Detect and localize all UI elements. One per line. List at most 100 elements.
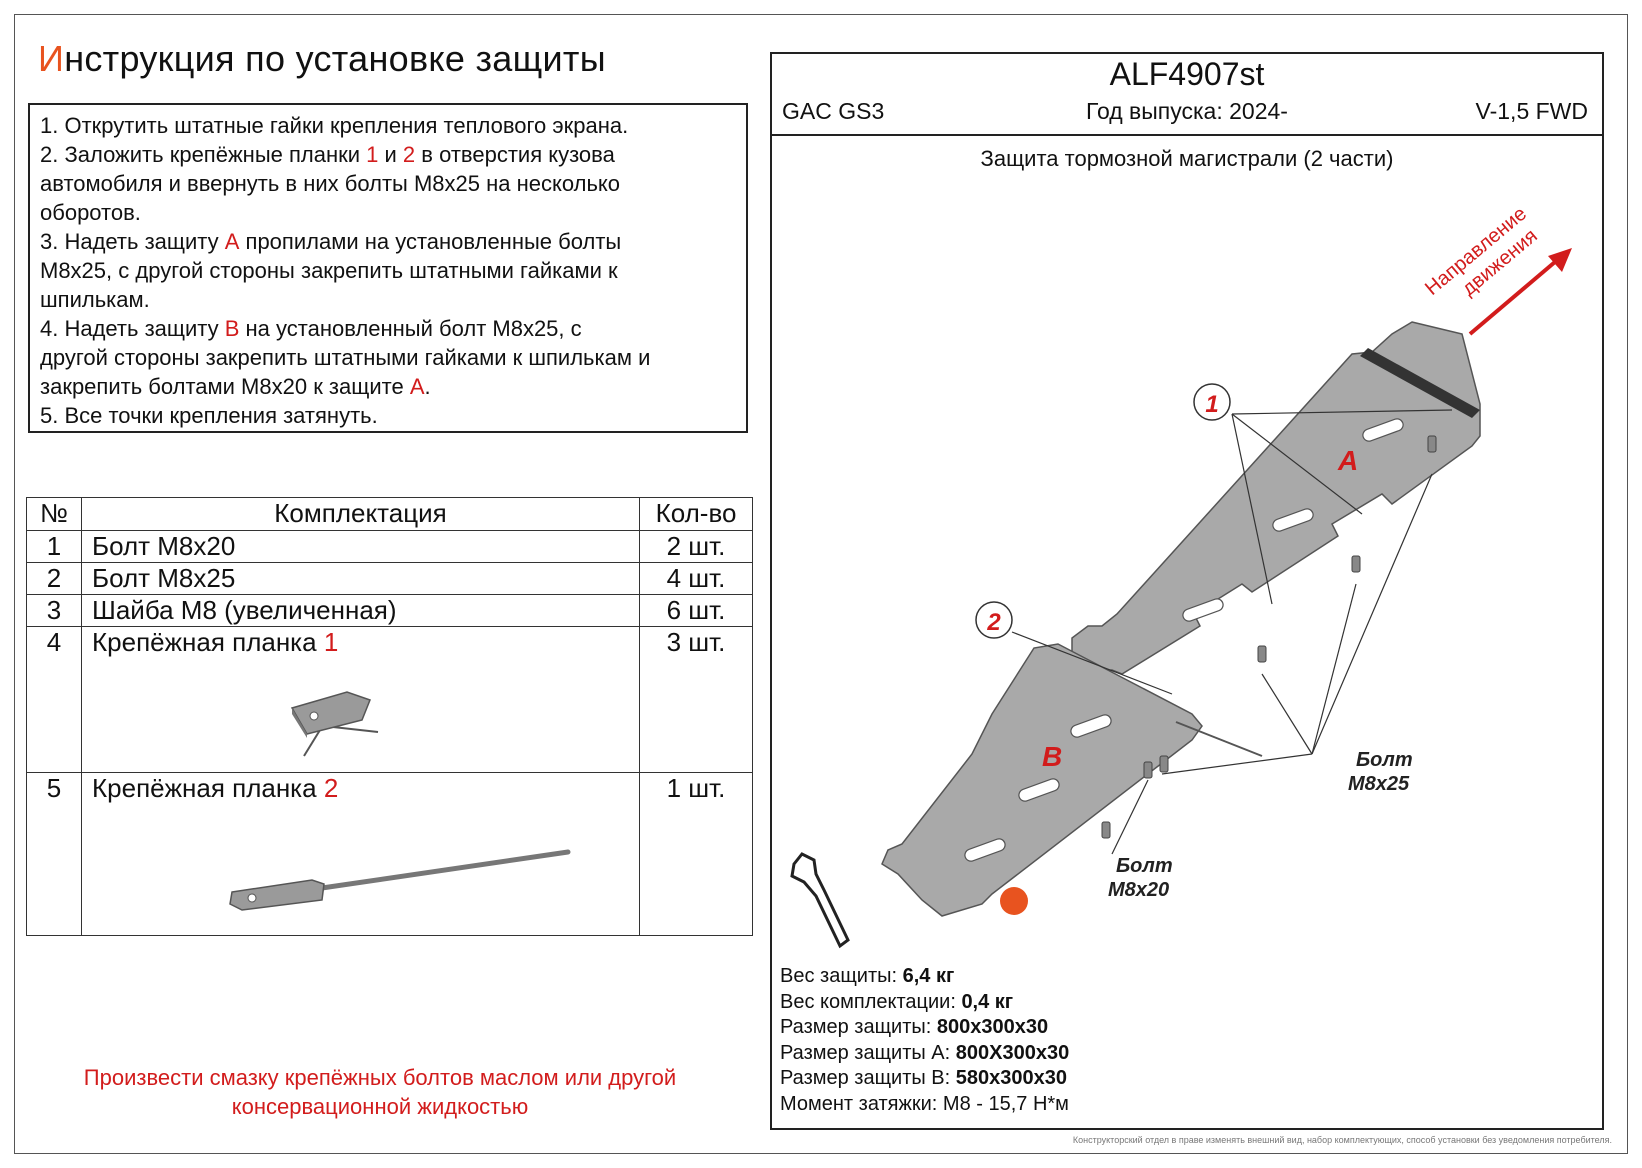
instruction-text: шпилькам. — [40, 287, 150, 312]
instruction-line: 5. Все точки крепления затянуть. — [40, 401, 736, 430]
spec-line: Размер защиты В: 580x300x30 — [780, 1066, 1069, 1092]
title-rest: нструкция по установке защиты — [64, 38, 606, 79]
table-row: 3 Шайба M8 (увеличенная) 6 шт. — [26, 594, 753, 627]
instruction-text: закрепить болтами M8x20 к защите — [40, 374, 410, 399]
instructions-box: 1. Открутить штатные гайки крепления теп… — [28, 103, 748, 433]
row-name: Шайба M8 (увеличенная) — [81, 594, 640, 627]
spec-value: 800X300x30 — [955, 1041, 1070, 1064]
callout-2: 2 — [975, 601, 1173, 695]
instruction-text: оборотов. — [40, 200, 141, 225]
row-name: Крепёжная планка 2 — [81, 772, 640, 936]
drawing-subtitle: Защита тормозной магистрали (2 части) — [980, 146, 1394, 171]
instruction-ref: А — [409, 374, 425, 399]
spec-line: Вес защиты: 6,4 кг — [780, 964, 1069, 990]
instruction-text: на установленный болт M8x25, с — [239, 316, 582, 341]
instruction-text: автомобиля и ввернуть в них болты M8x25 … — [40, 171, 621, 196]
row-num: 1 — [26, 530, 82, 563]
direction-label: Направление движения — [1421, 199, 1551, 318]
instruction-text: 1. Открутить штатные гайки крепления теп… — [40, 113, 629, 138]
spec-label: Вес защиты: — [780, 965, 903, 987]
bracket-2-image — [229, 849, 571, 911]
spec-line: Момент затяжки: M8 - 15,7 Н*м — [780, 1092, 1069, 1118]
bolt-m8x20-label: Болт M8x20 — [1108, 855, 1178, 901]
spec-value: 0,4 кг — [961, 990, 1014, 1013]
row-name: Болт M8x20 — [81, 530, 640, 563]
footnote: Конструкторский отдел в праве изменять в… — [1072, 1135, 1612, 1145]
spec-label: Размер защиты: — [780, 1016, 937, 1038]
instruction-text: 5. Все точки крепления затянуть. — [40, 403, 378, 428]
table-row: 1 Болт M8x20 2 шт. — [26, 530, 753, 563]
instruction-line: шпилькам. — [40, 285, 736, 314]
page-frame — [14, 14, 1628, 1154]
instruction-text: и — [378, 142, 403, 167]
spec-value: 580x300x30 — [955, 1067, 1067, 1089]
assembly-drawing: Направление движения А В — [790, 199, 1572, 949]
spec-line: Размер защиты А: 800X300x30 — [780, 1041, 1069, 1067]
instruction-line: 4. Надеть защиту В на установленный болт… — [40, 314, 736, 343]
instruction-line: закрепить болтами M8x20 к защите А. — [40, 372, 736, 401]
spec-value: 6,4 кг — [902, 965, 955, 987]
spec-value: M8 - 15,7 Н*м — [942, 1092, 1069, 1115]
row-num: 4 — [26, 626, 82, 773]
instruction-ref: В — [224, 316, 240, 341]
instruction-text: 4. Надеть защиту — [40, 316, 225, 341]
instruction-text: пропилами на установленные болты — [239, 229, 622, 254]
callout-1: 1 — [1193, 383, 1453, 605]
row-qty: 2 шт. — [639, 530, 753, 563]
row-name: Крепёжная планка 1 — [81, 626, 640, 773]
row-num: 5 — [26, 772, 82, 936]
wrench-icon — [790, 852, 850, 949]
callout-2-label: 2 — [986, 609, 1001, 636]
drawing-panel: ALF4907st GAC GS3 Год выпуска: 2024- V-1… — [770, 52, 1604, 1130]
table-row: 2 Болт M8x25 4 шт. — [26, 562, 753, 595]
model-year: Год выпуска: 2024- — [1086, 98, 1288, 124]
instruction-line: другой стороны закрепить штатными гайкам… — [40, 343, 736, 372]
instruction-line: M8x25, с другой стороны закрепить штатны… — [40, 256, 736, 285]
spec-line: Размер защиты: 800x300x30 — [780, 1015, 1069, 1041]
spec-line: Вес комплектации: 0,4 кг — [780, 990, 1069, 1016]
row-name-text: Крепёжная планка — [92, 773, 324, 803]
car-model: GAC GS3 — [782, 98, 885, 124]
table-row: 5 Крепёжная планка 2 1 шт. — [26, 772, 753, 936]
instruction-ref: 1 — [366, 142, 379, 167]
product-code: ALF4907st — [1109, 56, 1265, 92]
row-name-text: Крепёжная планка — [92, 627, 324, 657]
instruction-text: 2. Заложить крепёжные планки — [40, 142, 367, 167]
row-qty: 3 шт. — [639, 626, 753, 773]
row-name-text: Болт M8x25 — [92, 563, 236, 593]
row-qty: 4 шт. — [639, 562, 753, 595]
instruction-text: 3. Надеть защиту — [40, 229, 225, 254]
row-qty: 1 шт. — [639, 772, 753, 936]
page-title: Инструкция по установке защиты — [38, 38, 606, 80]
title-first-letter: И — [38, 38, 65, 79]
instruction-text: в отверстия кузова — [415, 142, 615, 167]
row-name: Болт M8x25 — [81, 562, 640, 595]
part-b-label: В — [1042, 741, 1062, 772]
instruction-text: другой стороны закрепить штатными гайкам… — [40, 345, 651, 370]
instruction-line: 1. Открутить штатные гайки крепления теп… — [40, 111, 736, 140]
bracket-1-image — [290, 691, 379, 757]
instruction-text: . — [424, 374, 431, 399]
spec-label: Размер защиты В: — [780, 1067, 956, 1089]
part-a-plate: А — [1071, 321, 1481, 675]
row-name-red: 1 — [323, 627, 339, 657]
engine-spec: V-1,5 FWD — [1475, 98, 1588, 124]
lubrication-note: Произвести смазку крепёжных болтов масло… — [83, 1065, 677, 1119]
kit-table-header: № Комплектация Кол-во — [26, 497, 753, 531]
row-name-red: 2 — [323, 773, 339, 803]
part-a-label: А — [1337, 445, 1358, 476]
instruction-line: 2. Заложить крепёжные планки 1 и 2 в отв… — [40, 140, 736, 169]
kit-table: № Комплектация Кол-во 1 Болт M8x20 2 шт.… — [26, 497, 753, 936]
bolt-m8x25-label: Болт M8x25 — [1348, 749, 1418, 795]
instruction-ref: А — [224, 229, 240, 254]
panel-header: ALF4907st GAC GS3 Год выпуска: 2024- V-1… — [772, 54, 1602, 136]
header-qty: Кол-во — [639, 497, 753, 531]
instruction-ref: 2 — [402, 142, 416, 167]
row-num: 3 — [26, 594, 82, 627]
instruction-text: M8x25, с другой стороны закрепить штатны… — [40, 258, 618, 283]
table-row: 4 Крепёжная планка 1 3 шт. — [26, 626, 753, 773]
instruction-line: оборотов. — [40, 198, 736, 227]
row-qty: 6 шт. — [639, 594, 753, 627]
row-name-text: Шайба M8 (увеличенная) — [92, 595, 397, 625]
